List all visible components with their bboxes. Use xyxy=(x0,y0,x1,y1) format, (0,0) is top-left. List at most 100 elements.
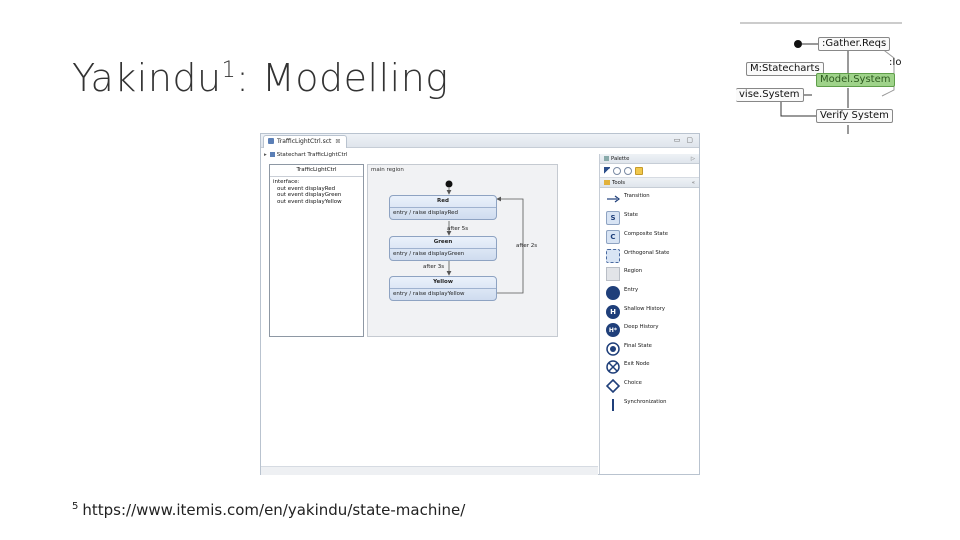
initial-state-dot xyxy=(445,180,453,188)
arrow-icon xyxy=(606,192,620,206)
title-superscript: 1 xyxy=(221,58,237,83)
tab-traffic-light-ctrl[interactable]: TrafficLightCtrl.sct⊠ xyxy=(263,135,348,148)
palette-item-synchronization[interactable]: Synchronization xyxy=(600,397,700,415)
interface-definition-box[interactable]: TrafficLightCtrl interface: out event di… xyxy=(269,164,364,337)
palette-item-orthogonal-state[interactable]: Orthogonal State xyxy=(600,248,700,266)
transition-label[interactable]: after 3s xyxy=(423,264,445,270)
interface-event: out event displayYellow xyxy=(277,199,342,206)
palette-title: Palette xyxy=(611,156,630,162)
final-state-icon xyxy=(606,342,620,356)
zoom-in-icon[interactable] xyxy=(613,167,621,175)
footnote-link[interactable]: https://www.itemis.com/en/yakindu/state-… xyxy=(82,501,466,519)
zoom-out-icon[interactable] xyxy=(624,167,632,175)
diagram-canvas[interactable]: TrafficLightCtrl interface: out event di… xyxy=(261,162,598,466)
state-green[interactable]: Green entry / raise displayGreen xyxy=(389,236,497,261)
editor-tab-bar: TrafficLightCtrl.sct⊠ ▭▢ xyxy=(261,134,699,148)
state-name: Yellow xyxy=(433,279,453,285)
state-entry-action: entry / raise displayRed xyxy=(390,206,496,220)
title-text-rest: : Modelling xyxy=(236,56,449,100)
state-name: Green xyxy=(433,239,453,245)
palette-item-label: Composite State xyxy=(624,231,668,237)
palette-item-choice[interactable]: Choice xyxy=(600,378,700,396)
state-yellow[interactable]: Yellow entry / raise displayYellow xyxy=(389,276,497,301)
palette-toolbar xyxy=(600,164,699,178)
main-region[interactable]: main region Red entry / raise dis xyxy=(367,164,558,337)
exit-node-icon xyxy=(606,360,620,374)
section-label: Tools xyxy=(612,180,626,186)
region-icon xyxy=(606,267,620,281)
breadcrumb-label: Statechart TrafficLightCtrl xyxy=(276,152,348,158)
note-icon[interactable] xyxy=(635,167,643,175)
close-icon[interactable]: ⊠ xyxy=(335,138,341,145)
palette-icon xyxy=(604,156,609,161)
state-entry-action: entry / raise displayGreen xyxy=(390,247,496,261)
palette-item-region[interactable]: Region xyxy=(600,266,700,284)
palette-item-final-state[interactable]: Final State xyxy=(600,341,700,359)
title-text: Yakindu xyxy=(72,56,222,100)
choice-icon xyxy=(606,379,620,393)
palette-item-label: State xyxy=(624,212,639,218)
palette-item-label: Entry xyxy=(624,287,639,293)
state-icon: S xyxy=(606,211,620,225)
interface-body: interface: out event displayRed out even… xyxy=(270,177,363,208)
minimize-icon[interactable]: ▭ xyxy=(673,136,681,144)
deep-history-icon: H* xyxy=(606,323,620,337)
tab-label: TrafficLightCtrl.sct xyxy=(277,138,332,145)
process-diagram: :Gather.Reqs M:Statecharts Model.System … xyxy=(736,22,904,134)
process-node-statecharts: M:Statecharts xyxy=(746,62,824,76)
interface-event: out event displayRed xyxy=(277,185,336,192)
palette-item-label: Exit Node xyxy=(624,361,650,367)
collapse-section-icon[interactable]: « xyxy=(691,180,695,186)
palette-header[interactable]: Palette ▷ xyxy=(600,154,699,164)
palette-panel: Palette ▷ Tools « Transition S State C C… xyxy=(599,154,699,474)
synchronization-icon xyxy=(606,398,620,412)
palette-item-label: Choice xyxy=(624,380,642,386)
palette-item-shallow-history[interactable]: H Shallow History xyxy=(600,304,700,322)
process-node-io: :Io xyxy=(889,57,902,68)
palette-item-exit-node[interactable]: Exit Node xyxy=(600,359,700,377)
palette-item-entry[interactable]: Entry xyxy=(600,285,700,303)
palette-item-label: Shallow History xyxy=(624,306,666,312)
transition-label[interactable]: after 2s xyxy=(516,243,538,249)
process-node-revise-system: vise.System xyxy=(736,88,804,102)
palette-item-label: Deep History xyxy=(624,324,659,330)
palette-item-composite-state[interactable]: C Composite State xyxy=(600,229,700,247)
select-pointer-icon[interactable] xyxy=(604,167,610,175)
palette-item-label: Region xyxy=(624,268,643,274)
interface-title: TrafficLightCtrl xyxy=(270,165,363,177)
window-controls: ▭▢ xyxy=(668,136,693,144)
collapse-icon[interactable]: ▷ xyxy=(690,156,695,162)
process-node-gather-reqs: :Gather.Reqs xyxy=(818,37,891,51)
horizontal-scrollbar[interactable] xyxy=(261,466,598,475)
transition-label[interactable]: after 5s xyxy=(447,226,469,232)
interface-label: interface: xyxy=(273,178,300,185)
state-entry-action: entry / raise displayYellow xyxy=(390,287,496,301)
palette-item-label: Transition xyxy=(624,193,650,199)
footnote-number: 5 xyxy=(72,501,79,512)
chevron-right-icon[interactable]: ▸ xyxy=(264,152,267,158)
composite-state-icon: C xyxy=(606,230,620,244)
shallow-history-icon: H xyxy=(606,305,620,319)
palette-item-deep-history[interactable]: H* Deep History xyxy=(600,322,700,340)
palette-item-label: Synchronization xyxy=(624,399,667,405)
statechart-icon xyxy=(269,152,275,157)
slide-title: Yakindu1: Modelling xyxy=(72,56,449,100)
editor-window: TrafficLightCtrl.sct⊠ ▭▢ ▸Statechart Tra… xyxy=(260,133,700,475)
folder-icon xyxy=(604,180,610,185)
state-red[interactable]: Red entry / raise displayRed xyxy=(389,195,497,220)
palette-item-label: Final State xyxy=(624,343,652,349)
breadcrumb[interactable]: ▸ Statechart TrafficLightCtrl xyxy=(264,149,347,161)
palette-section-tools[interactable]: Tools « xyxy=(600,178,699,188)
palette-item-transition[interactable]: Transition xyxy=(600,191,700,209)
statechart-file-icon xyxy=(268,138,274,144)
transitions-layer xyxy=(445,180,524,294)
state-name: Red xyxy=(437,198,449,204)
orthogonal-state-icon xyxy=(606,249,620,263)
interface-event: out event displayGreen xyxy=(277,192,342,199)
maximize-icon[interactable]: ▢ xyxy=(686,136,693,144)
palette-item-label: Orthogonal State xyxy=(624,250,670,256)
process-node-verify-system: Verify System xyxy=(816,109,893,123)
transition-yellow-red xyxy=(496,196,524,294)
palette-item-state[interactable]: S State xyxy=(600,210,700,228)
